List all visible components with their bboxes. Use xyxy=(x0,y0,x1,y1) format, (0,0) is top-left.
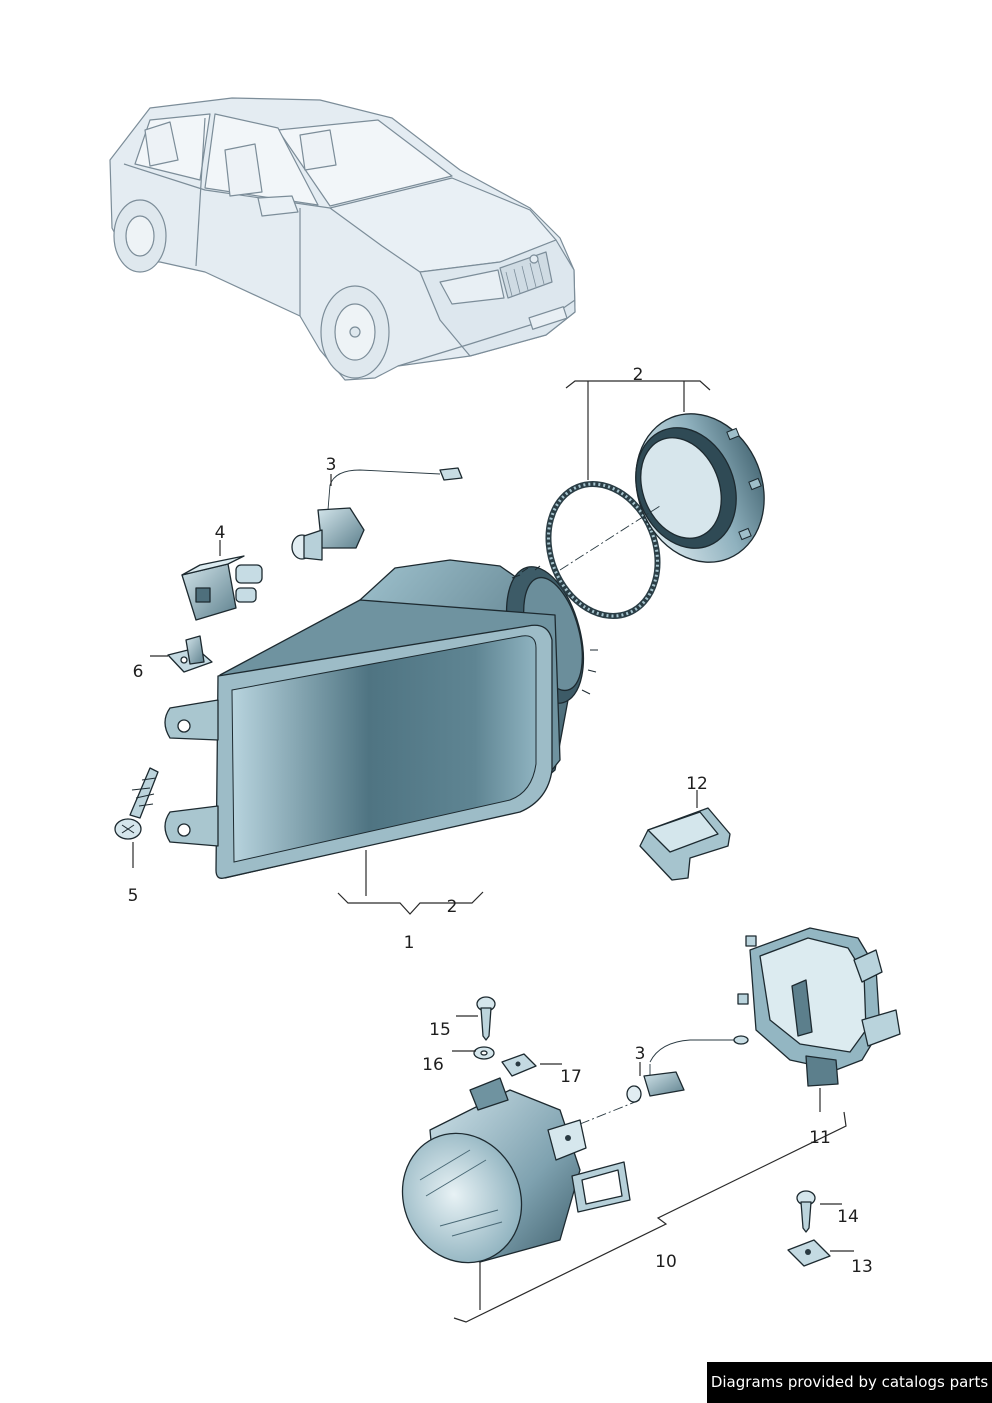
callout-12: 12 xyxy=(686,774,708,794)
callout-15: 15 xyxy=(429,1020,451,1040)
callout-13: 13 xyxy=(851,1257,873,1277)
clip-nut xyxy=(167,635,213,673)
callout-2-bottom: 2 xyxy=(447,897,458,917)
leader-lines xyxy=(132,380,854,1323)
clip-nut-17 xyxy=(501,1053,537,1077)
callout-3-upper: 3 xyxy=(326,455,337,475)
adjusting-ring xyxy=(635,413,765,563)
headlamp-assembly xyxy=(164,559,598,879)
fog-lamp-housing xyxy=(737,927,901,1087)
fog-lamp xyxy=(401,1077,631,1264)
callout-5: 5 xyxy=(128,886,139,906)
retaining-bracket xyxy=(639,807,731,881)
callout-10: 10 xyxy=(655,1252,677,1272)
callout-6: 6 xyxy=(133,662,144,682)
connector-housing xyxy=(181,555,263,621)
callout-16: 16 xyxy=(422,1055,444,1075)
fog-bulb-with-wire xyxy=(626,1035,749,1103)
callout-17: 17 xyxy=(560,1067,582,1087)
gasket-ring xyxy=(545,481,661,619)
screw-15 xyxy=(476,996,496,1041)
bulb-with-wire xyxy=(291,467,463,561)
callout-labels: 1 2 2 3 3 4 5 6 10 11 12 13 14 15 16 17 xyxy=(128,365,873,1277)
screw-14 xyxy=(796,1190,816,1233)
callout-14: 14 xyxy=(837,1207,859,1227)
callout-1: 1 xyxy=(404,933,415,953)
washer-16 xyxy=(473,1046,495,1060)
vehicle-illustration xyxy=(109,97,576,381)
credit-banner: Diagrams provided by catalogs parts xyxy=(707,1362,992,1403)
tapping-screw xyxy=(114,767,159,840)
callout-11: 11 xyxy=(809,1128,831,1148)
callout-2-top: 2 xyxy=(633,365,644,385)
callout-3-lower: 3 xyxy=(635,1044,646,1064)
callout-4: 4 xyxy=(215,523,226,543)
clip-nut-13 xyxy=(787,1239,831,1267)
